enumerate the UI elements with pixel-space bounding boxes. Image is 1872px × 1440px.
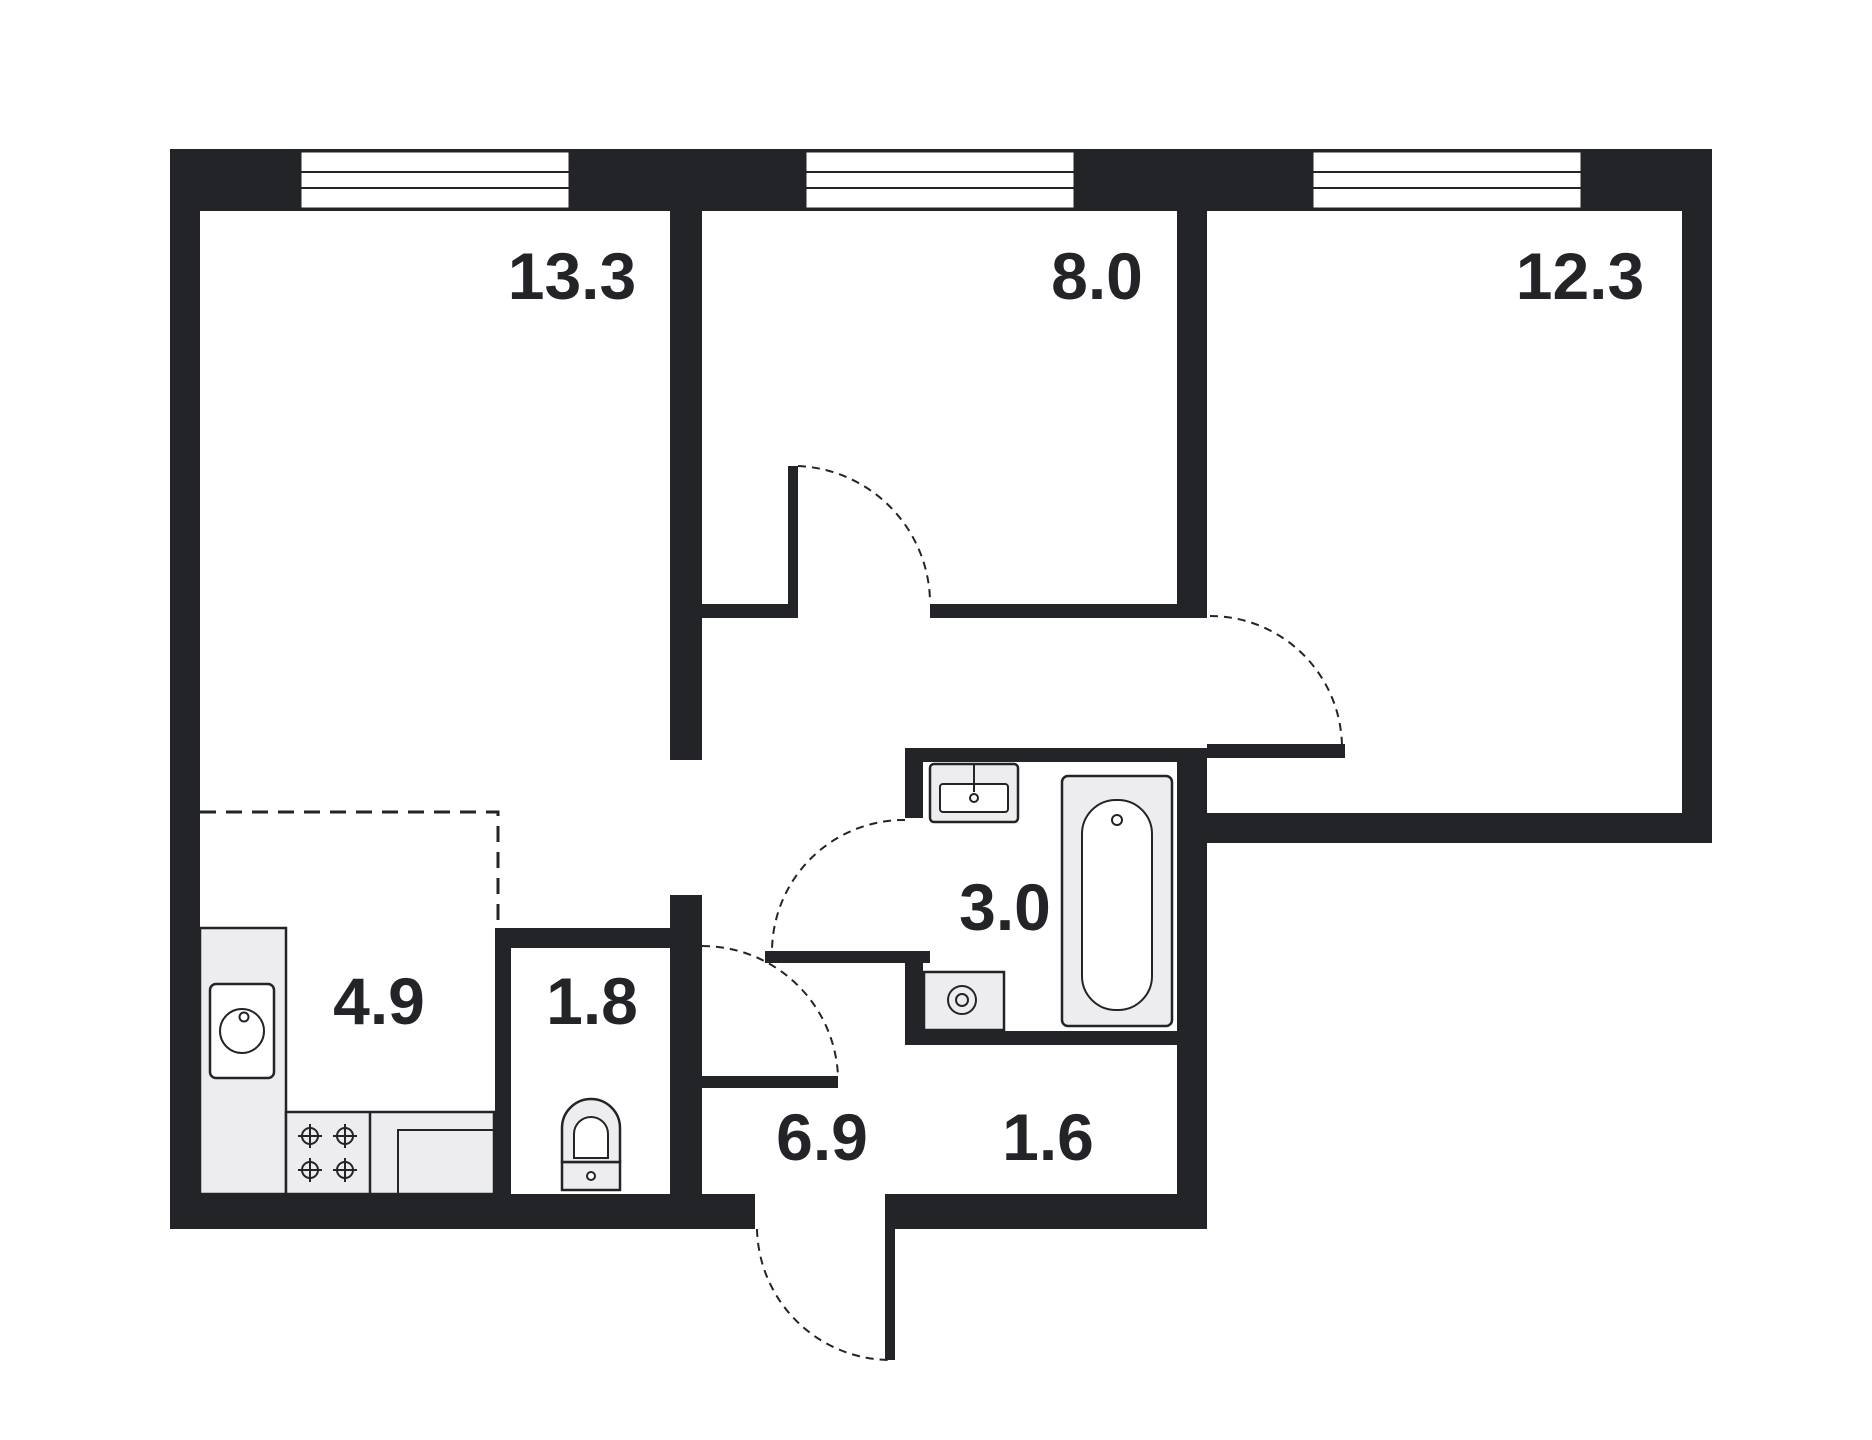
door-swing-icon — [797, 465, 931, 601]
stove-icon — [298, 1124, 357, 1182]
entrance-door-leaf — [885, 1194, 895, 1360]
wall-east-lower — [1177, 760, 1207, 1229]
wall-hall-top — [702, 1076, 838, 1088]
room-area-4-9: 4.9 — [333, 964, 425, 1038]
sink-icon — [208, 982, 276, 1080]
wall-toilet-top — [495, 928, 702, 948]
windows — [298, 149, 1584, 211]
room-area-1-8: 1.8 — [546, 964, 638, 1038]
wall-bath-inner — [765, 951, 930, 963]
wall-kitchen-toilet — [495, 928, 511, 1229]
room-area-12-3: 12.3 — [1515, 239, 1645, 313]
door-swings — [701, 465, 1343, 1361]
door-jamb-room2 — [788, 466, 798, 618]
wall-bottom-right — [890, 1194, 1207, 1229]
wall-right — [1682, 149, 1712, 843]
room-area-1-6: 1.6 — [1002, 1100, 1094, 1174]
room-area-8-0: 8.0 — [1051, 239, 1143, 313]
wall-right-bottom — [1207, 813, 1712, 843]
door-swing-icon — [771, 818, 906, 952]
kitchen-zone-boundary — [200, 810, 500, 928]
wall-room2-room3 — [1177, 149, 1207, 614]
window-icon — [803, 149, 1077, 211]
room-area-13-3: 13.3 — [507, 239, 637, 313]
fixtures — [198, 762, 1174, 1196]
room-area-3-0: 3.0 — [959, 870, 1051, 944]
wall-hall-west — [670, 895, 702, 1229]
door-swing-icon — [701, 944, 839, 1077]
door-swing-icon — [1209, 615, 1343, 749]
bathtub-icon — [1060, 774, 1174, 1028]
wall-room2-bottom-a — [702, 604, 798, 618]
window-icon — [1310, 149, 1584, 211]
door-swing-icon — [756, 1228, 891, 1361]
window-icon — [298, 149, 572, 211]
wall-room2-bottom-b — [930, 604, 1207, 618]
room-area-6-9: 6.9 — [776, 1100, 868, 1174]
wall-room3-bottom — [1207, 744, 1345, 758]
wall-bath-bottom — [905, 1031, 1207, 1045]
washing-machine-icon — [922, 970, 1006, 1032]
wall-room1-room2 — [670, 149, 702, 760]
wall-bath-left-top — [905, 748, 923, 818]
wall-bottom-left — [170, 1194, 755, 1229]
bath-sink-icon — [928, 762, 1020, 824]
wall-bath-top — [905, 748, 1207, 762]
toilet-icon — [560, 1097, 622, 1192]
wall-bath-left-bottom — [905, 951, 923, 1043]
wall-left — [170, 149, 200, 1229]
